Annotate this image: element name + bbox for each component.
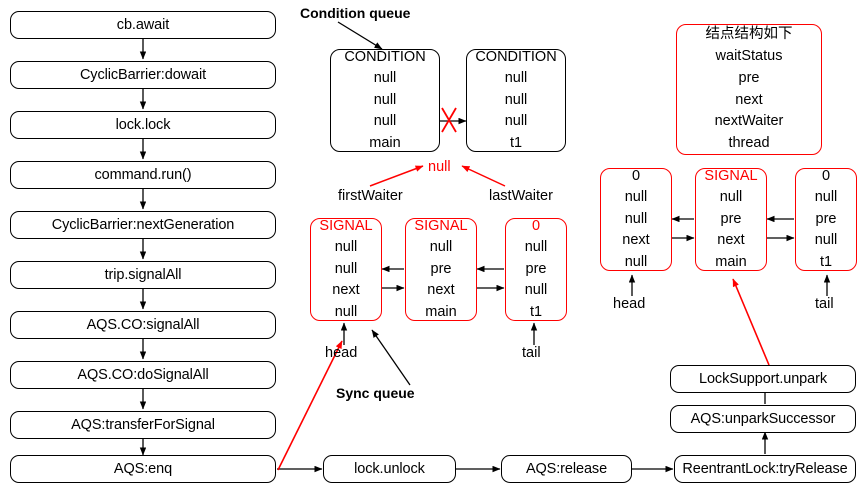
- legend-field-pre: pre: [738, 69, 760, 86]
- flow-step-label: AQS:enq: [113, 461, 173, 477]
- node-field-pre: null: [524, 239, 548, 256]
- sync-right-node-main: SIGNAL null pre next main: [695, 168, 767, 271]
- flow-step-cyclicbarrier-nextgeneration[interactable]: CyclicBarrier:nextGeneration: [10, 211, 276, 239]
- node-field-waitstatus: 0: [631, 167, 641, 184]
- node-field-waitstatus: 0: [531, 217, 541, 234]
- legend-field-thread: thread: [728, 135, 770, 151]
- node-field-next: pre: [720, 210, 742, 227]
- node-field-thread: main: [715, 253, 747, 270]
- flow-step-label: ReentrantLock:tryRelease: [682, 461, 848, 477]
- sync-right-node-tail: 0 null pre null t1: [795, 168, 857, 271]
- node-field-waitstatus: CONDITION: [475, 48, 557, 65]
- condition-queue-title: Condition queue: [300, 5, 411, 21]
- flow-step-label: trip.signalAll: [104, 267, 182, 283]
- node-field-nextwaiter: null: [373, 113, 397, 130]
- flow-step-label: command.run(): [94, 167, 192, 183]
- flow-step-command-run[interactable]: command.run(): [10, 161, 276, 189]
- sync-right-node-head: 0 null null next null: [600, 168, 672, 271]
- legend-title: 结点结构如下: [705, 26, 793, 43]
- flow-step-label: lock.lock: [115, 117, 171, 133]
- node-structure-legend: 结点结构如下 waitStatus pre next nextWaiter th…: [676, 24, 822, 155]
- node-field-nextwaiter: next: [622, 232, 650, 249]
- flow-step-label: lock.unlock: [354, 461, 425, 477]
- legend-field-waitstatus: waitStatus: [715, 48, 783, 64]
- node-field-pre: null: [504, 70, 528, 87]
- sync-right-tail-label: tail: [815, 296, 834, 312]
- flow-step-aqs-co-dosignalall[interactable]: AQS.CO:doSignalAll: [10, 361, 276, 389]
- flow-step-lock-lock[interactable]: lock.lock: [10, 111, 276, 139]
- flow-step-locksupport-unpark[interactable]: LockSupport.unpark: [670, 365, 856, 393]
- flow-step-aqs-enq[interactable]: AQS:enq: [10, 455, 276, 483]
- flow-step-trip-signalall[interactable]: trip.signalAll: [10, 261, 276, 289]
- flow-step-label: CyclicBarrier:nextGeneration: [51, 217, 235, 233]
- node-field-waitstatus: SIGNAL: [414, 217, 468, 234]
- condition-node-main: CONDITION null null null main: [330, 49, 440, 152]
- flow-step-lock-unlock[interactable]: lock.unlock: [323, 455, 456, 483]
- flow-step-cb-await[interactable]: cb.await: [10, 11, 276, 39]
- flow-step-aqs-unparksuccessor[interactable]: AQS:unparkSuccessor: [670, 405, 856, 433]
- flow-step-aqs-release[interactable]: AQS:release: [501, 455, 632, 483]
- node-field-pre: null: [719, 189, 743, 206]
- node-field-thread: t1: [819, 253, 833, 270]
- node-field-waitstatus: SIGNAL: [704, 167, 758, 184]
- sync-left-tail-label: tail: [522, 345, 541, 361]
- sync-queue-title: Sync queue: [336, 385, 415, 401]
- node-field-pre: null: [334, 239, 358, 256]
- sync-right-head-label: head: [613, 296, 646, 312]
- node-field-pre: null: [429, 239, 453, 256]
- sync-left-node-tail: 0 null pre null t1: [505, 218, 567, 321]
- node-field-next: pre: [525, 260, 547, 277]
- flow-step-label: AQS.CO:signalAll: [86, 317, 200, 333]
- node-field-nextwaiter: next: [427, 282, 455, 299]
- node-field-next: null: [373, 91, 397, 108]
- node-field-next: null: [504, 91, 528, 108]
- node-field-thread: main: [425, 303, 457, 320]
- node-field-thread: null: [624, 253, 648, 270]
- first-waiter-label: firstWaiter: [338, 188, 403, 204]
- flow-step-label: AQS.CO:doSignalAll: [77, 367, 209, 383]
- node-field-pre: null: [373, 70, 397, 87]
- node-field-nextwaiter: null: [504, 113, 528, 130]
- node-field-waitstatus: 0: [821, 167, 831, 184]
- node-field-next: null: [334, 260, 358, 277]
- flow-step-label: AQS:unparkSuccessor: [690, 411, 836, 427]
- flow-step-label: AQS:release: [525, 461, 608, 477]
- legend-field-next: next: [735, 91, 763, 108]
- legend-field-nextwaiter: nextWaiter: [714, 113, 784, 130]
- sync-left-node-main: SIGNAL null pre next main: [405, 218, 477, 321]
- node-field-next: null: [624, 210, 648, 227]
- flow-step-label: LockSupport.unpark: [699, 371, 827, 387]
- node-field-next: pre: [815, 210, 837, 227]
- sync-left-node-head: SIGNAL null null next null: [310, 218, 382, 321]
- node-field-next: pre: [430, 260, 452, 277]
- last-waiter-label: lastWaiter: [489, 188, 553, 204]
- node-field-waitstatus: CONDITION: [344, 48, 426, 65]
- node-field-nextwaiter: null: [524, 282, 548, 299]
- condition-node-t1: CONDITION null null null t1: [466, 49, 566, 152]
- condition-pointer-null-value: null: [428, 159, 451, 175]
- node-field-pre: null: [624, 189, 648, 206]
- node-field-thread: t1: [509, 134, 523, 151]
- node-field-nextwaiter: next: [332, 282, 360, 299]
- sync-left-head-label: head: [325, 345, 358, 361]
- flow-step-label: cb.await: [116, 17, 170, 33]
- flow-step-aqs-transferforsignal[interactable]: AQS:transferForSignal: [10, 411, 276, 439]
- flow-step-label: CyclicBarrier:dowait: [79, 67, 207, 83]
- node-field-pre: null: [814, 189, 838, 206]
- node-field-thread: main: [369, 134, 401, 151]
- node-field-thread: t1: [529, 303, 543, 320]
- node-field-waitstatus: SIGNAL: [319, 217, 373, 234]
- flow-step-aqs-co-signalall[interactable]: AQS.CO:signalAll: [10, 311, 276, 339]
- node-field-nextwaiter: null: [814, 232, 838, 249]
- node-field-nextwaiter: next: [717, 232, 745, 249]
- flow-step-cyclicbarrier-dowait[interactable]: CyclicBarrier:dowait: [10, 61, 276, 89]
- flow-step-reentrantlock-tryrelease[interactable]: ReentrantLock:tryRelease: [674, 455, 856, 483]
- flow-step-label: AQS:transferForSignal: [71, 417, 215, 433]
- node-field-thread: null: [334, 303, 358, 320]
